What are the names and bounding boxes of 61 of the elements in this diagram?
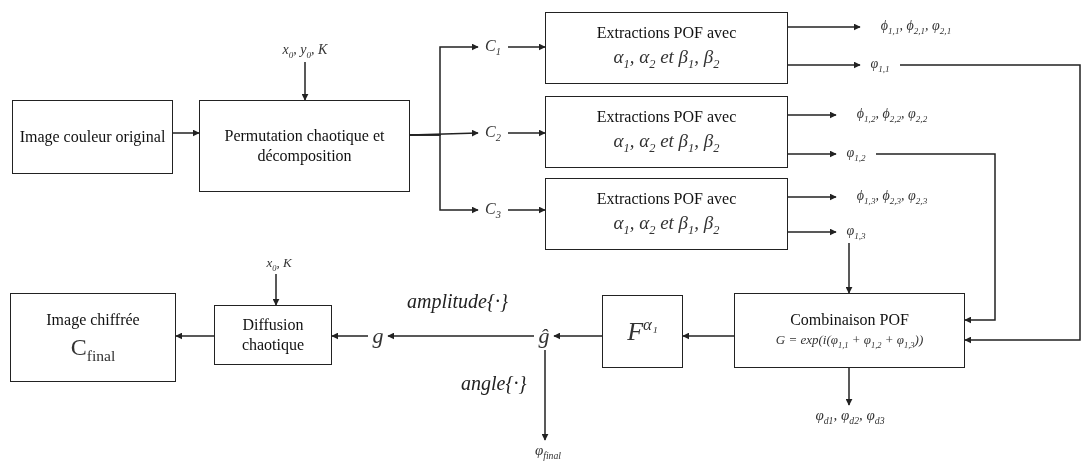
box-title: F$^{α₁}$: [627, 314, 658, 349]
arrow: [845, 367, 853, 406]
channel-label: C$_{1}$: [485, 35, 501, 59]
process-box: [602, 295, 683, 368]
signal-label: ĝ: [538, 322, 550, 350]
arrow: [507, 206, 546, 214]
box-formula: α$_{1}$, α$_{2}$ et β$_{1}$, β$_{2}$: [613, 45, 720, 73]
arrow: [787, 61, 861, 69]
output-label: ϕ$_{1,1}$, ϕ$_{2,1}$, φ$_{2,1}$: [880, 16, 952, 38]
box-title: Combinaison POF: [790, 310, 909, 331]
arrow: [409, 134, 479, 214]
output-label: φ$_{d1}$, φ$_{d2}$, φ$_{d3}$: [815, 406, 885, 428]
arrow: [845, 242, 853, 294]
process-box: [214, 305, 332, 365]
arrow: [175, 332, 215, 340]
output-label: φ$_{1,1}$: [870, 54, 890, 76]
box-formula: α$_{1}$, α$_{2}$ et β$_{1}$, β$_{2}$: [613, 129, 720, 157]
arrow: [787, 23, 861, 31]
box-title: Image couleur original: [19, 127, 166, 147]
process-box: [545, 178, 788, 250]
box-formula: C$_{final}$: [70, 332, 116, 366]
channel-label: C$_{3}$: [485, 198, 501, 222]
process-box: [545, 12, 788, 84]
arrow: [875, 153, 996, 324]
process-box: [545, 96, 788, 168]
arrow: [301, 61, 309, 101]
output-label: φ$_{1,2}$: [846, 143, 866, 165]
output-label: ϕ$_{1,2}$, ϕ$_{2,2}$, φ$_{2,2}$: [856, 104, 928, 126]
channel-label: C$_{2}$: [485, 121, 501, 145]
signal-label: g: [372, 322, 384, 350]
process-box: [12, 100, 173, 174]
process-box: [199, 100, 410, 192]
process-box: [10, 293, 176, 382]
arrow: [387, 332, 535, 340]
arrow: [172, 129, 200, 137]
arrow: [331, 332, 369, 340]
output-label: φ$_{final}$: [534, 441, 562, 463]
arrow: [682, 332, 735, 340]
parameter-label: x$_{0}$, y$_{0}$, K: [282, 40, 328, 62]
arrow: [553, 332, 603, 340]
box-formula: α$_{1}$, α$_{2}$ et β$_{1}$, β$_{2}$: [613, 211, 720, 239]
box-title: Extractions POF avec: [596, 189, 737, 210]
box-title: Image chiffrée: [46, 309, 140, 330]
parameter-label: x$_{0}$, K: [266, 254, 292, 274]
arrow: [507, 129, 546, 137]
arrow: [272, 273, 280, 306]
arrow: [787, 228, 837, 236]
process-box: [734, 293, 965, 368]
arrow: [787, 193, 837, 201]
box-title: Diffusion chaotique: [240, 315, 306, 355]
arrow: [507, 43, 546, 51]
arrow: [787, 111, 837, 119]
output-label: φ$_{1,3}$: [846, 221, 866, 243]
arrow: [899, 64, 1081, 344]
box-formula: G = exp(i(φ$_{1,1}$ + φ$_{1,2}$ + φ$_{1,3}$)): [775, 332, 924, 351]
arrow: [787, 150, 837, 158]
box-title: Extractions POF avec: [596, 23, 737, 44]
box-title: Extractions POF avec: [596, 107, 737, 128]
arrow: [541, 349, 549, 441]
output-label: ϕ$_{1,3}$, ϕ$_{2,3}$, φ$_{2,3}$: [856, 186, 928, 208]
box-title: Permutation chaotique et décomposition: [223, 126, 386, 166]
